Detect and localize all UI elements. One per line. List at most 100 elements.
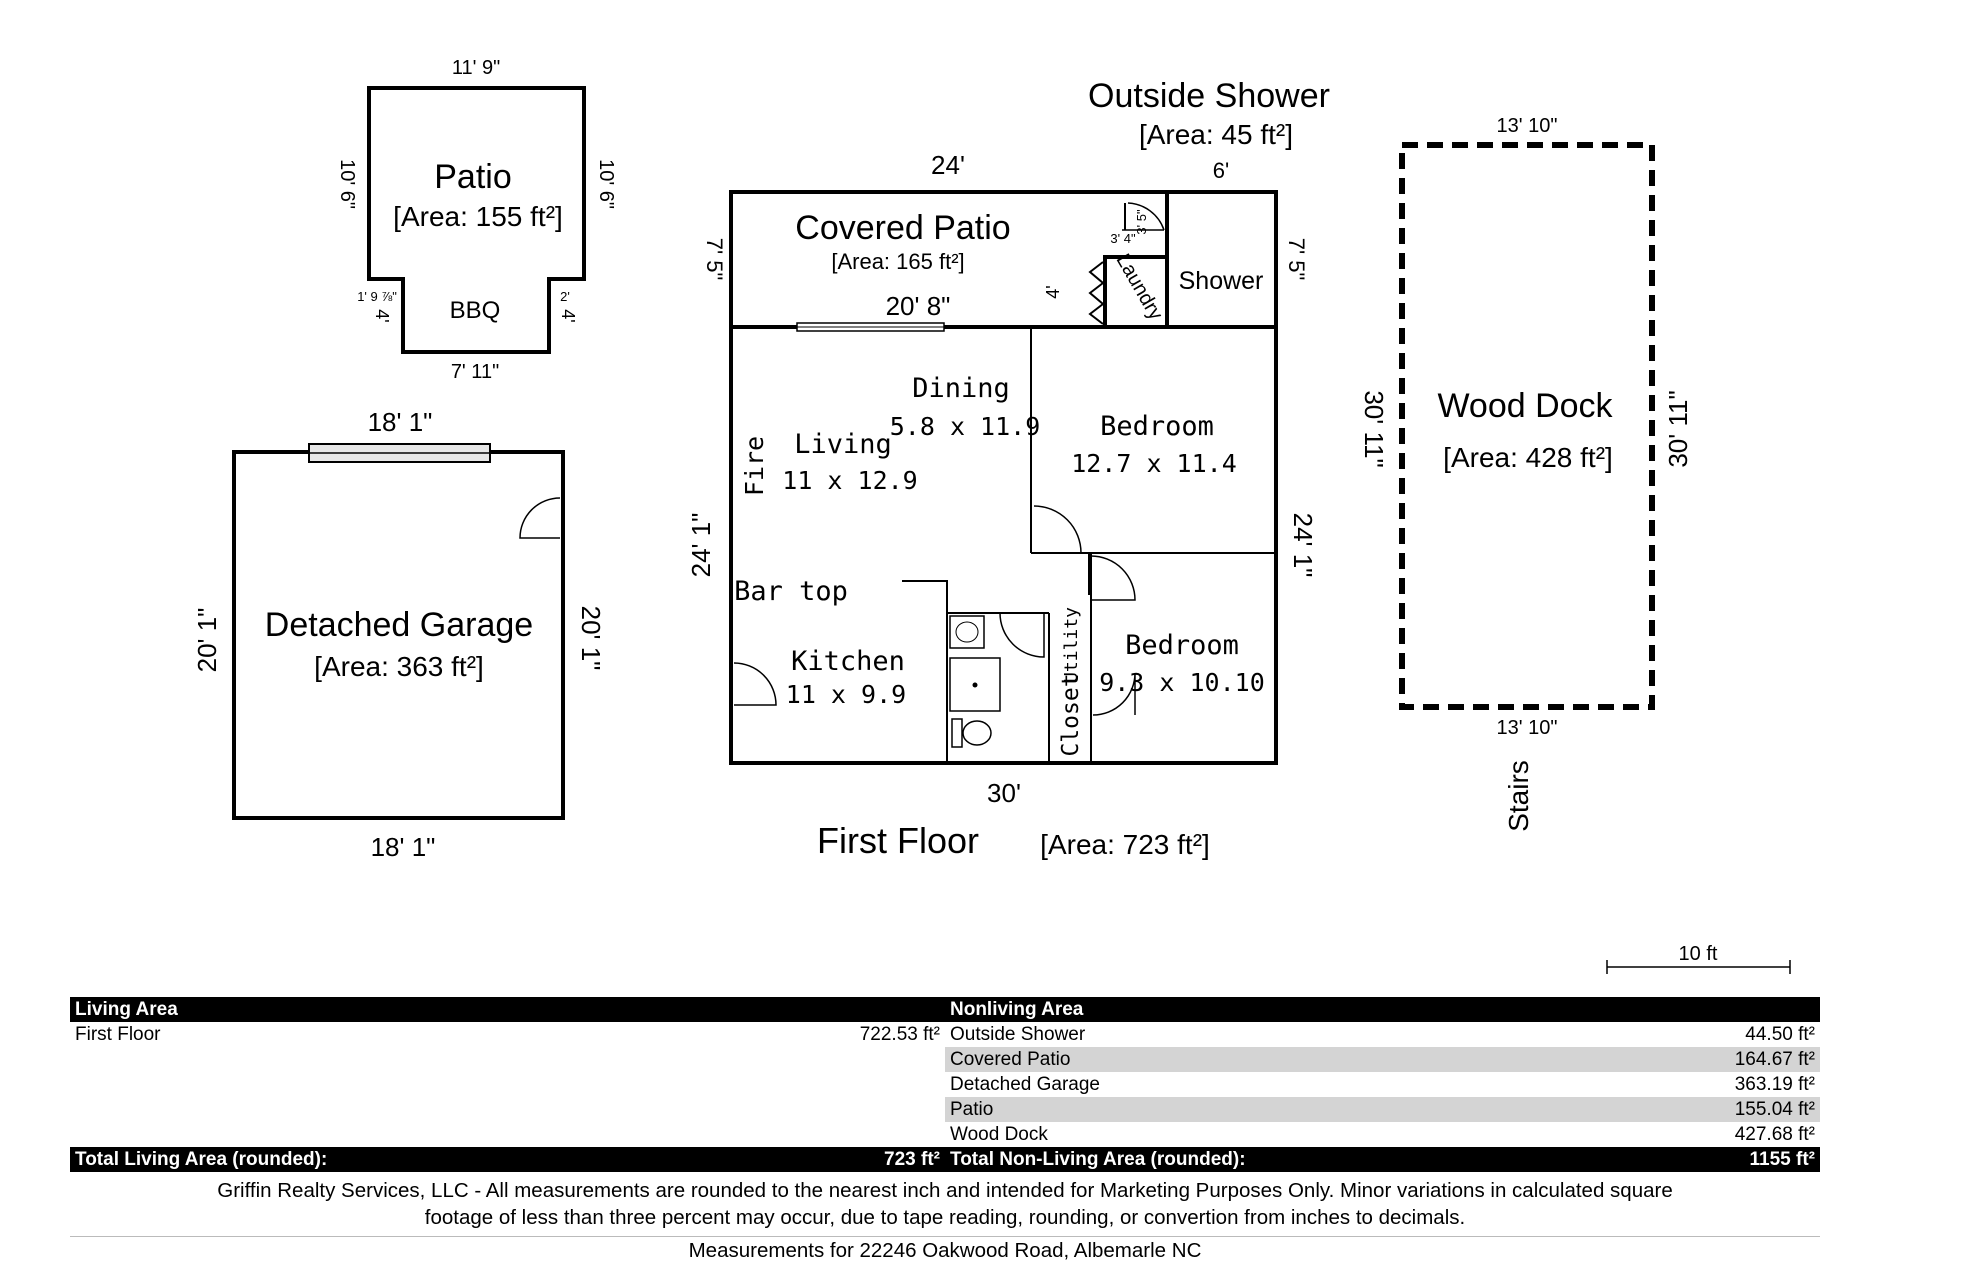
living-label: Living xyxy=(794,429,892,460)
dim-house-right: 24' 1" xyxy=(1288,513,1318,578)
row-label: Patio xyxy=(950,1099,994,1120)
total-living-value: 723 ft² xyxy=(884,1149,940,1170)
row-label: Detached Garage xyxy=(950,1074,1100,1095)
area-summary-table: Living Area Nonliving Area First Floor 7… xyxy=(70,997,1820,1172)
row-label: Wood Dock xyxy=(950,1124,1048,1145)
bedroom2-size: 9.3 x 10.10 xyxy=(1099,668,1265,697)
patio-area-label: [Area: 155 ft²] xyxy=(393,201,563,232)
utility-label: Utility xyxy=(1061,607,1082,683)
patio-name: Patio xyxy=(434,158,512,196)
total-nonliving-value: 1155 ft² xyxy=(1749,1149,1815,1170)
garage-door-swing xyxy=(519,497,561,539)
total-living: Total Living Area (rounded): 723 ft² xyxy=(70,1147,945,1172)
stairs-label: Stairs xyxy=(1503,760,1534,832)
dim-patio-right: 7' 5" xyxy=(1284,238,1309,281)
laundry-door-swing xyxy=(1122,202,1165,231)
laundry-wall xyxy=(1103,255,1167,327)
table-row: First Floor 722.53 ft² xyxy=(70,1022,945,1047)
dock-dim-right: 30' 11" xyxy=(1663,390,1693,467)
row-label: Outside Shower xyxy=(950,1024,1086,1045)
living-area-header: Living Area xyxy=(75,999,178,1020)
dim-patio-inner: 20' 8" xyxy=(886,291,951,321)
total-nonliving: Total Non-Living Area (rounded): 1155 ft… xyxy=(945,1147,1820,1172)
table-totals-row: Total Living Area (rounded): 723 ft² Tot… xyxy=(70,1147,1820,1172)
covered-patio-name: Covered Patio xyxy=(795,209,1010,247)
dim-house-bottom: 30' xyxy=(987,778,1021,808)
bedroom1-label: Bedroom xyxy=(1100,411,1214,442)
toilet-tank xyxy=(951,718,963,748)
outside-shower-area: [Area: 45 ft²] xyxy=(1139,119,1293,150)
living-column: First Floor 722.53 ft² xyxy=(70,1022,945,1147)
garage-dim-left: 20' 1" xyxy=(192,608,222,673)
patio-dim-left: 10' 6" xyxy=(336,159,358,209)
toilet-bowl xyxy=(962,720,992,746)
dim-house-left: 24' 1" xyxy=(686,513,716,578)
dim-patio-left: 7' 5" xyxy=(702,238,727,281)
garage-dim-right: 20' 1" xyxy=(576,606,606,671)
row-value: 155.04 ft² xyxy=(1734,1099,1815,1120)
dock-dim-left: 30' 11" xyxy=(1359,390,1389,467)
disclaimer: Griffin Realty Services, LLC - All measu… xyxy=(70,1177,1820,1231)
total-living-label: Total Living Area (rounded): xyxy=(75,1149,328,1170)
table-header: Living Area Nonliving Area xyxy=(70,997,1820,1022)
garage-area: 18' 1" 20' 1" 20' 1" Detached Garage [Ar… xyxy=(192,407,606,862)
dim-laundry-w: 3' 4" xyxy=(1110,231,1136,246)
patio-dim-right: 10' 6" xyxy=(595,159,617,209)
row-value: 363.19 ft² xyxy=(1734,1074,1815,1095)
patio-bbq-label: BBQ xyxy=(450,297,501,324)
first-floor-title: First Floor xyxy=(817,820,979,861)
outside-shower-title: Outside Shower xyxy=(1088,77,1330,115)
garage-area-label: [Area: 363 ft²] xyxy=(314,651,484,682)
kitchen-label: Kitchen xyxy=(791,646,905,677)
table-row: Detached Garage 363.19 ft² xyxy=(945,1072,1820,1097)
row-label: Covered Patio xyxy=(950,1049,1071,1070)
bar-wall xyxy=(902,580,948,763)
dim-laundry-side: 4' xyxy=(1043,285,1063,298)
scale-bar: 10 ft xyxy=(1606,943,1791,974)
house-dim-top-shower: 6' xyxy=(1213,158,1229,183)
patio-dim-notch-left: 4' xyxy=(372,309,392,322)
covered-patio-area: [Area: 165 ft²] xyxy=(831,249,964,274)
patio-dim-notch-right-top: 2' xyxy=(560,289,570,304)
bar-top-label: Bar top xyxy=(734,576,848,607)
living-size: 11 x 12.9 xyxy=(782,466,917,495)
garage-dim-top: 18' 1" xyxy=(368,407,433,437)
nonliving-column: Outside Shower 44.50 ft² Covered Patio 1… xyxy=(945,1022,1820,1147)
patio-dim-bottom: 7' 11" xyxy=(451,361,499,383)
laundry-label: Laundry xyxy=(1112,250,1167,324)
house-dim-top-main: 24' xyxy=(931,150,965,180)
shower-label: Shower xyxy=(1179,267,1264,295)
bathroom-sink xyxy=(949,615,985,649)
kitchen-door-swing xyxy=(733,662,777,706)
house-area: Outside Shower [Area: 45 ft²] 24' 6' xyxy=(686,77,1330,861)
dock-dim-bottom: 13' 10" xyxy=(1497,717,1558,739)
kitchen-size: 11 x 9.9 xyxy=(786,680,906,709)
table-row: Wood Dock 427.68 ft² xyxy=(945,1122,1820,1147)
garage-dim-bottom: 18' 1" xyxy=(371,832,436,862)
bedroom1-door-swing xyxy=(1033,505,1082,554)
garage-name: Detached Garage xyxy=(265,606,533,644)
table-row: Outside Shower 44.50 ft² xyxy=(945,1022,1820,1047)
dock-name: Wood Dock xyxy=(1437,387,1613,425)
row-value: 427.68 ft² xyxy=(1734,1124,1815,1145)
closet-label: Closet xyxy=(1058,673,1084,756)
row-value: 164.67 ft² xyxy=(1734,1049,1815,1070)
bedroom2-door-swing xyxy=(1090,555,1136,601)
patio-outline xyxy=(367,86,586,354)
bedroom1-size: 12.7 x 11.4 xyxy=(1071,449,1237,478)
wood-dock-area: 13' 10" 13' 10" 30' 11" 30' 11" Wood Doc… xyxy=(1359,115,1693,832)
disclaimer-line-1: Griffin Realty Services, LLC - All measu… xyxy=(217,1179,1673,1202)
sink-basin xyxy=(955,621,979,643)
bedroom2-closet-door-swing xyxy=(1092,672,1136,716)
total-nonliving-label: Total Non-Living Area (rounded): xyxy=(950,1149,1246,1170)
nonliving-area-header: Nonliving Area xyxy=(950,999,1084,1020)
patio-dim-top: 11' 9" xyxy=(452,57,500,79)
dining-size: 5.8 x 11.9 xyxy=(890,412,1041,441)
row-label: First Floor xyxy=(75,1024,161,1045)
fireplace-label: Fire xyxy=(740,436,769,496)
dim-laundry-h: 3' 5" xyxy=(1134,209,1149,235)
laundry-bifold-door xyxy=(1088,261,1105,325)
dock-outline xyxy=(1399,142,1655,710)
divider xyxy=(70,1236,1820,1237)
